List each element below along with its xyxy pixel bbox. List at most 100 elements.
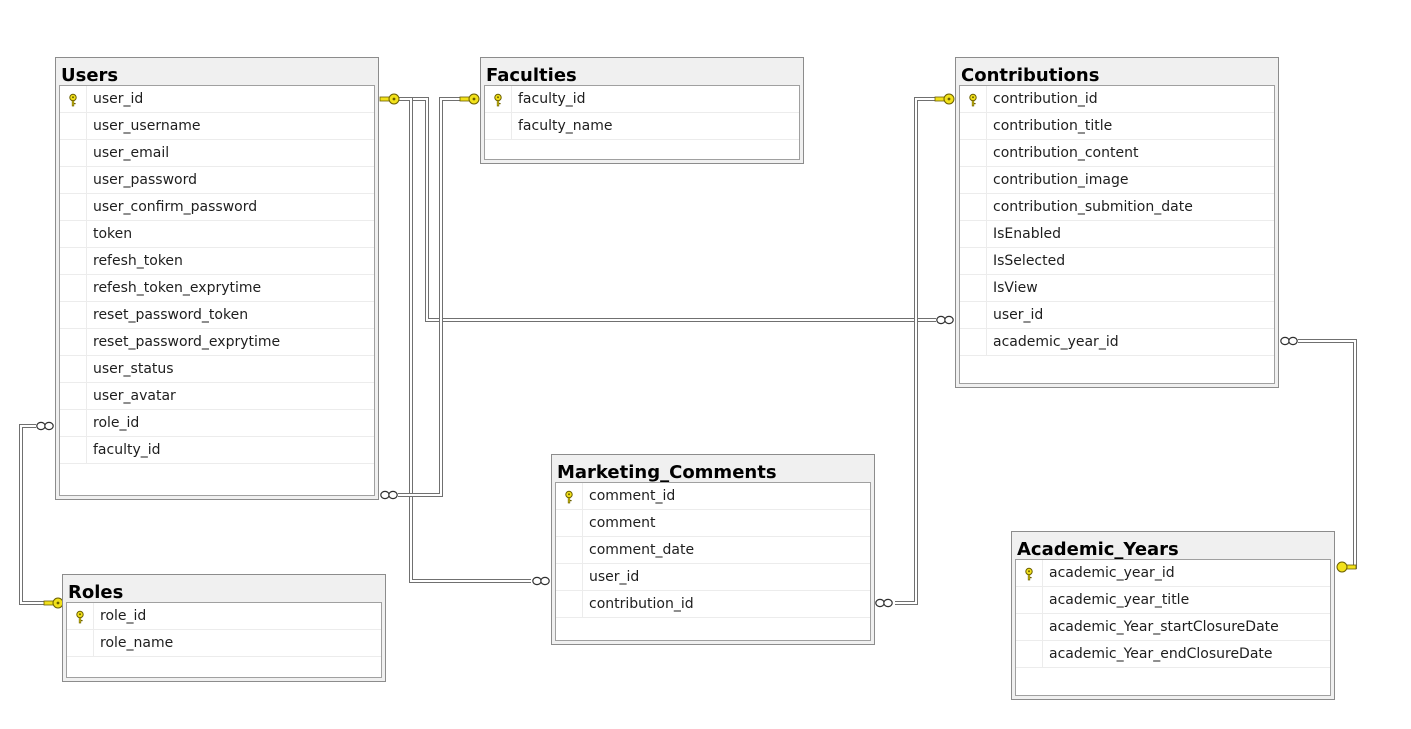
column-name: IsSelected	[993, 253, 1066, 269]
many-end-infinity-icon	[936, 315, 954, 325]
table-title[interactable]: Users	[61, 65, 119, 85]
table-title[interactable]: Roles	[68, 582, 124, 602]
table-title[interactable]: Marketing_Comments	[557, 462, 777, 482]
column-name: user_id	[993, 307, 1044, 323]
column-row[interactable]: user_status	[60, 356, 374, 383]
column-name: user_id	[589, 569, 640, 585]
relationship-users-marketing-comments[interactable]	[382, 97, 531, 583]
column-list: user_id user_username user_email user_passw…	[59, 85, 375, 496]
row-gutter	[60, 140, 87, 166]
table-title[interactable]: Faculties	[486, 65, 577, 85]
column-name: academic_year_id	[1049, 565, 1175, 581]
column-row[interactable]: faculty_id	[485, 86, 799, 113]
row-gutter	[556, 483, 583, 509]
column-row[interactable]: IsSelected	[960, 248, 1274, 275]
column-name: contribution_image	[993, 172, 1129, 188]
column-row[interactable]: faculty_id	[60, 437, 374, 464]
row-gutter	[556, 591, 583, 617]
column-row[interactable]: comment	[556, 510, 870, 537]
column-name: role_name	[100, 635, 174, 651]
column-name: academic_year_id	[993, 334, 1119, 350]
table-contributions[interactable]: Contributions contribution_id contribution…	[955, 57, 1279, 388]
row-gutter	[67, 603, 94, 629]
column-row[interactable]: academic_Year_endClosureDate	[1016, 641, 1330, 668]
row-gutter	[485, 113, 512, 139]
column-row[interactable]: role_id	[67, 603, 381, 630]
column-row[interactable]: role_name	[67, 630, 381, 657]
column-name: refesh_token	[93, 253, 183, 269]
column-name: reset_password_token	[93, 307, 249, 323]
row-gutter	[960, 248, 987, 274]
column-name: academic_year_title	[1049, 592, 1190, 608]
column-row[interactable]: reset_password_token	[60, 302, 374, 329]
many-end-infinity-icon	[380, 490, 398, 500]
row-gutter	[960, 140, 987, 166]
column-name: comment_date	[589, 542, 695, 558]
column-name: academic_Year_endClosureDate	[1049, 646, 1273, 662]
column-name: IsEnabled	[993, 226, 1061, 242]
column-row[interactable]: IsView	[960, 275, 1274, 302]
one-end-key-icon	[934, 93, 955, 105]
column-name: user_email	[93, 145, 170, 161]
column-name: user_id	[93, 91, 144, 107]
column-row[interactable]: user_avatar	[60, 383, 374, 410]
many-end-infinity-icon	[36, 421, 54, 431]
column-row[interactable]: refesh_token_exprytime	[60, 275, 374, 302]
column-row[interactable]: refesh_token	[60, 248, 374, 275]
column-name: academic_Year_startClosureDate	[1049, 619, 1279, 635]
column-row[interactable]: comment_id	[556, 483, 870, 510]
column-row[interactable]: contribution_id	[556, 591, 870, 618]
row-gutter	[60, 437, 87, 463]
column-list: role_id role_name	[66, 602, 382, 678]
column-row[interactable]: faculty_name	[485, 113, 799, 140]
column-name: role_id	[93, 415, 140, 431]
many-end-infinity-icon	[532, 576, 550, 586]
column-name: contribution_submition_date	[993, 199, 1193, 215]
column-name: contribution_id	[993, 91, 1098, 107]
column-row[interactable]: contribution_submition_date	[960, 194, 1274, 221]
column-row[interactable]: user_id	[556, 564, 870, 591]
column-row[interactable]: academic_year_id	[960, 329, 1274, 356]
row-gutter	[960, 329, 987, 355]
relationship-contributions-marketing-comments[interactable]	[895, 97, 936, 605]
row-gutter	[60, 167, 87, 193]
one-end-key-icon	[379, 93, 400, 105]
column-row[interactable]: comment_date	[556, 537, 870, 564]
column-row[interactable]: user_id	[60, 86, 374, 113]
column-name: refesh_token_exprytime	[93, 280, 262, 296]
column-row[interactable]: IsEnabled	[960, 221, 1274, 248]
relationship-roles-users[interactable]	[19, 424, 44, 605]
column-row[interactable]: user_id	[960, 302, 1274, 329]
row-gutter	[960, 221, 987, 247]
column-row[interactable]: role_id	[60, 410, 374, 437]
column-row[interactable]: user_username	[60, 113, 374, 140]
row-gutter	[1016, 587, 1043, 613]
one-end-key-icon	[459, 93, 480, 105]
table-title[interactable]: Contributions	[961, 65, 1100, 85]
column-row[interactable]: contribution_title	[960, 113, 1274, 140]
relationship-faculties-users[interactable]	[398, 97, 460, 497]
column-name: role_id	[100, 608, 147, 624]
column-name: faculty_name	[518, 118, 613, 134]
row-gutter	[60, 275, 87, 301]
column-row[interactable]: user_confirm_password	[60, 194, 374, 221]
column-row[interactable]: contribution_image	[960, 167, 1274, 194]
column-row[interactable]: contribution_id	[960, 86, 1274, 113]
column-row[interactable]: academic_year_title	[1016, 587, 1330, 614]
column-row[interactable]: reset_password_exprytime	[60, 329, 374, 356]
column-row[interactable]: academic_year_id	[1016, 560, 1330, 587]
column-row[interactable]: contribution_content	[960, 140, 1274, 167]
table-roles[interactable]: Roles role_id role_name	[62, 574, 386, 682]
row-gutter	[960, 275, 987, 301]
column-row[interactable]: user_password	[60, 167, 374, 194]
column-row[interactable]: token	[60, 221, 374, 248]
table-title[interactable]: Academic_Years	[1017, 539, 1179, 559]
column-row[interactable]: user_email	[60, 140, 374, 167]
column-row[interactable]: academic_Year_startClosureDate	[1016, 614, 1330, 641]
